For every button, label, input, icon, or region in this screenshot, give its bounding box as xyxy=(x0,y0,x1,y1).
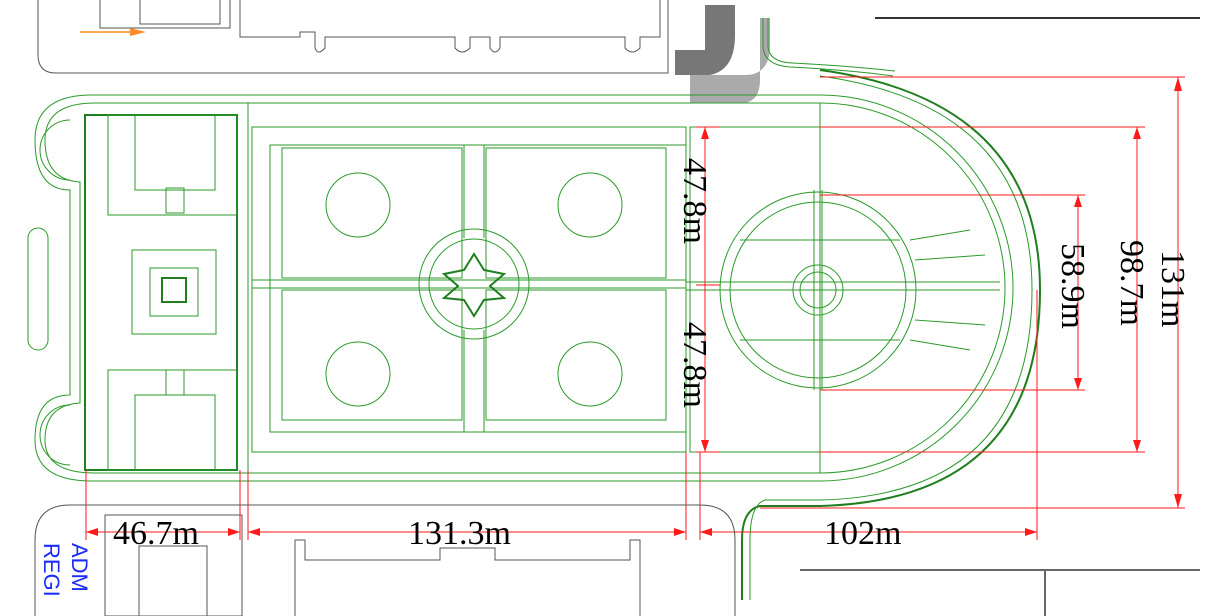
road-curve xyxy=(762,18,894,77)
dim-lower-garden-height: 47.8m xyxy=(676,322,713,408)
planter-circle xyxy=(325,341,391,407)
dim-inner-circle: 58.9m xyxy=(1054,243,1091,329)
circular-garden xyxy=(686,126,1000,453)
dim-circle-section-width: 102m xyxy=(824,515,901,552)
planter-circle xyxy=(325,172,391,238)
dim-outer-circle: 98.7m xyxy=(1113,240,1150,326)
road-curve-2 xyxy=(767,18,896,72)
dim-upper-garden-height: 47.8m xyxy=(676,158,713,244)
top-building-outline xyxy=(37,0,669,74)
quad-garden xyxy=(247,102,821,474)
dim-total-height: 131m xyxy=(1154,250,1191,327)
dim-garden-width: 131.3m xyxy=(408,515,511,552)
planter-circle xyxy=(557,341,623,407)
dimension-lines xyxy=(85,76,1185,540)
star-fountain xyxy=(441,252,507,318)
paved-corner xyxy=(675,5,770,103)
label-adm: ADM xyxy=(67,543,92,592)
planter-circle xyxy=(557,172,623,238)
left-pavilion-block xyxy=(84,114,238,471)
label-regi: REGI xyxy=(39,543,64,597)
dim-left-block-width: 46.7m xyxy=(113,515,199,552)
bottom-buildings xyxy=(34,504,1200,616)
